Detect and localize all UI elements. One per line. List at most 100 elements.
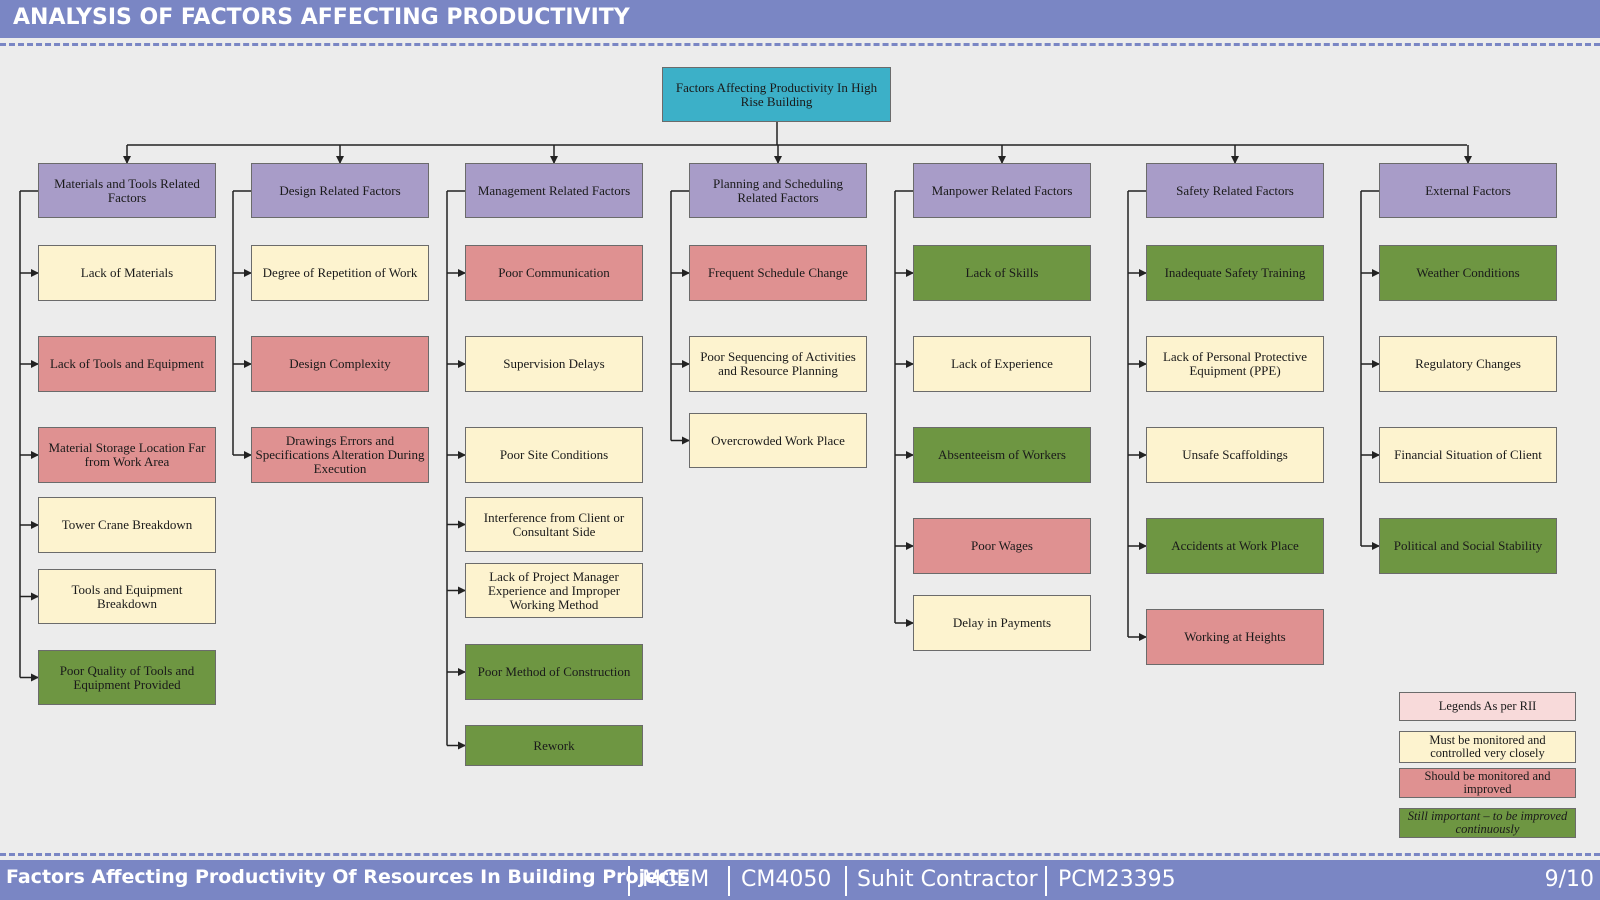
factor-box: Political and Social Stability [1379, 518, 1557, 574]
legend-item-green: Still important – to be improved continu… [1399, 808, 1576, 838]
factor-box: Tools and Equipment Breakdown [38, 569, 216, 624]
factor-box-label: Poor Method of Construction [477, 664, 631, 679]
factor-box: Rework [465, 725, 643, 766]
factor-box-label: Frequent Schedule Change [707, 265, 849, 280]
factor-box-label: Lack of Personal Protective Equipment (P… [1162, 349, 1308, 378]
category-box: Planning and Scheduling Related Factors [689, 163, 867, 218]
factor-box-label: Absenteeism of Workers [938, 447, 1066, 462]
slide-title: ANALYSIS OF FACTORS AFFECTING PRODUCTIVI… [13, 5, 630, 30]
legend-title: Legends As per RII [1399, 692, 1576, 721]
category-box: External Factors [1379, 163, 1557, 218]
factor-box-label: Political and Social Stability [1393, 538, 1543, 553]
factor-box-label: Tools and Equipment Breakdown [71, 581, 183, 611]
legend-title-label: Legends As per RII [1438, 699, 1537, 713]
factor-box-label: Regulatory Changes [1415, 356, 1521, 371]
factor-box: Overcrowded Work Place [689, 413, 867, 468]
factor-box-label: Accidents at Work Place [1171, 538, 1299, 553]
factor-box-label: Poor Communication [498, 265, 610, 280]
legend-item-yellow: Must be monitored and controlled very cl… [1399, 731, 1576, 763]
factor-box: Poor Site Conditions [465, 427, 643, 483]
factor-box-label: Lack of Project Manager Experience and I… [487, 568, 621, 612]
header-bar: ANALYSIS OF FACTORS AFFECTING PRODUCTIVI… [0, 0, 1600, 38]
factor-box-label: Unsafe Scaffoldings [1182, 447, 1288, 462]
factor-box-label: Lack of Tools and Equipment [49, 356, 205, 371]
category-box: Manpower Related Factors [913, 163, 1091, 218]
footer-program: MCEM [642, 867, 710, 892]
category-box: Design Related Factors [251, 163, 429, 218]
factor-box-label: Drawings Errors and Specifications Alter… [255, 433, 425, 476]
legend-item-label: Still important – to be improved continu… [1407, 809, 1568, 836]
factor-box-label: Rework [533, 737, 575, 753]
legend-item-label: Must be monitored and controlled very cl… [1429, 733, 1546, 760]
factor-box-label: Interference from Client or Consultant S… [483, 509, 625, 539]
factor-box-label: Poor Wages [971, 538, 1033, 553]
factor-box-label: Poor Site Conditions [499, 447, 609, 462]
category-box-label: Planning and Scheduling Related Factors [713, 175, 843, 205]
factor-box: Degree of Repetition of Work [251, 245, 429, 301]
category-box: Materials and Tools Related Factors [38, 163, 216, 218]
factor-box-label: Lack of Skills [965, 265, 1039, 280]
factor-box-label: Overcrowded Work Place [711, 432, 845, 448]
factor-box: Lack of Project Manager Experience and I… [465, 563, 643, 618]
header-divider [0, 43, 1600, 46]
factor-box: Unsafe Scaffoldings [1146, 427, 1324, 483]
factor-box: Poor Quality of Tools and Equipment Prov… [38, 650, 216, 705]
category-box-label: External Factors [1425, 182, 1511, 198]
footer-separator [1045, 866, 1047, 896]
factor-box-label: Material Storage Location Far from Work … [48, 440, 206, 469]
factor-box-label: Lack of Experience [951, 356, 1053, 371]
factor-box-label: Delay in Payments [952, 615, 1052, 630]
factor-box: Inadequate Safety Training [1146, 245, 1324, 301]
factor-box: Material Storage Location Far from Work … [38, 427, 216, 483]
factor-box: Poor Method of Construction [465, 644, 643, 700]
category-box: Management Related Factors [465, 163, 643, 218]
factor-box: Working at Heights [1146, 609, 1324, 665]
factor-box: Delay in Payments [913, 595, 1091, 651]
footer-bar: Factors Affecting Productivity Of Resour… [0, 860, 1600, 900]
factor-box: Regulatory Changes [1379, 336, 1557, 392]
factor-box: Tower Crane Breakdown [38, 497, 216, 553]
factor-box-label: Inadequate Safety Training [1164, 265, 1306, 280]
factor-box: Poor Wages [913, 518, 1091, 574]
factor-box: Lack of Skills [913, 245, 1091, 301]
factor-box-label: Design Complexity [289, 356, 391, 371]
factor-box: Design Complexity [251, 336, 429, 392]
root-node: Factors Affecting Productivity In High R… [662, 67, 891, 122]
footer-separator [845, 866, 847, 896]
factor-box: Supervision Delays [465, 336, 643, 392]
page-number: 9/10 [1544, 867, 1594, 892]
footer-divider [0, 853, 1600, 856]
factor-box: Frequent Schedule Change [689, 245, 867, 301]
category-box-label: Management Related Factors [477, 182, 631, 198]
root-node-label: Factors Affecting Productivity In High R… [675, 79, 878, 109]
legend-item-red: Should be monitored and improved [1399, 768, 1576, 798]
factor-box: Financial Situation of Client [1379, 427, 1557, 483]
category-box: Safety Related Factors [1146, 163, 1324, 218]
factor-box-label: Financial Situation of Client [1394, 447, 1542, 462]
factor-box-label: Degree of Repetition of Work [262, 265, 418, 280]
factor-box: Lack of Materials [38, 245, 216, 301]
factor-box: Poor Sequencing of Activities and Resour… [689, 336, 867, 392]
factor-box-label: Poor Quality of Tools and Equipment Prov… [59, 662, 195, 692]
factor-box: Weather Conditions [1379, 245, 1557, 301]
category-box-label: Materials and Tools Related Factors [54, 175, 200, 205]
footer-author: Suhit Contractor [857, 867, 1038, 892]
footer-id: PCM23395 [1058, 867, 1176, 892]
factor-box-label: Working at Heights [1184, 629, 1286, 644]
footer-separator [628, 866, 630, 896]
footer-separator [728, 866, 730, 896]
category-box-label: Safety Related Factors [1176, 182, 1294, 198]
factor-box: Absenteeism of Workers [913, 427, 1091, 483]
category-box-label: Manpower Related Factors [931, 182, 1073, 198]
factor-box: Lack of Personal Protective Equipment (P… [1146, 336, 1324, 392]
factor-box-label: Lack of Materials [80, 265, 174, 280]
factor-box-label: Supervision Delays [503, 356, 605, 371]
factor-box-label: Poor Sequencing of Activities and Resour… [700, 349, 856, 378]
factor-box-label: Weather Conditions [1416, 265, 1520, 280]
category-box-label: Design Related Factors [279, 182, 401, 198]
legend-item-label: Should be monitored and improved [1424, 769, 1551, 796]
factor-box: Accidents at Work Place [1146, 518, 1324, 574]
factor-box: Lack of Experience [913, 336, 1091, 392]
factor-box: Poor Communication [465, 245, 643, 301]
